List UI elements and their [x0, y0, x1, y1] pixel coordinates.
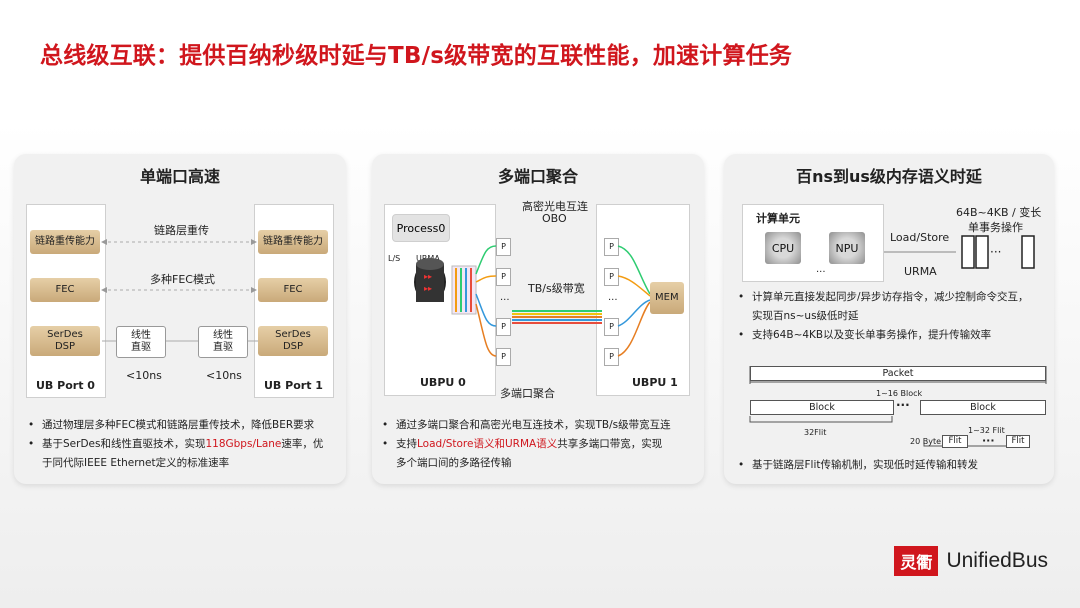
port-p: P — [604, 268, 619, 286]
byte20-label: 20 Byte — [910, 437, 942, 446]
link-retransmit-left: 链路重传能力 — [30, 230, 100, 254]
loadstore-label: Load/Store — [890, 231, 950, 244]
flit32-label: 32Flit — [804, 428, 827, 437]
flit-box-1: Flit — [942, 435, 968, 448]
latency-label-2: <10ns — [206, 369, 242, 382]
block-ellipsis: ··· — [896, 398, 910, 412]
ub-port-0-label: UB Port 0 — [36, 379, 95, 392]
ls-label: L/S — [388, 254, 401, 263]
linear-redriver-1: 线性 直驱 — [116, 326, 166, 358]
ops-size-label: 64B~4KB / 变长 — [956, 206, 1042, 219]
panel-multi-port: 多端口聚合 Process0 L/S URMA 高密光电互连 OBO P P .… — [372, 154, 704, 484]
page-title: 总线级互联：提供百纳秒级时延与TB/s级带宽的互联性能，加速计算任务 — [40, 43, 793, 69]
svg-text:▸▸: ▸▸ — [424, 272, 432, 281]
fec-right: FEC — [258, 278, 328, 302]
block-bar-2: Block — [920, 400, 1046, 415]
fec-left: FEC — [30, 278, 100, 302]
cpu-chip: CPU — [765, 232, 801, 264]
panel2-bullets: •通过多端口聚合和高密光电互连技术，实现TB/s级带宽互连 •支持Load/St… — [382, 416, 700, 473]
panel2-bullet-2-cont: 多个端口间的多路径传输 — [396, 457, 512, 469]
panel2-bullet-1: •通过多端口聚合和高密光电互连技术，实现TB/s级带宽互连 — [382, 419, 671, 431]
linear-redriver-2: 线性 直驱 — [198, 326, 248, 358]
panel-memory-semantics: 百ns到us级内存语义时延 计算单元 CPU NPU ... Load/Stor… — [724, 154, 1054, 484]
panel-title: 多端口聚合 — [497, 167, 578, 186]
port-ellipsis: ... — [608, 292, 618, 303]
panel3-bullet-1-cont: 实现百ns~us级低时延 — [752, 310, 859, 322]
ops-type-label: 单事务操作 — [968, 221, 1023, 234]
fec-mode-label: 多种FEC模式 — [150, 273, 215, 286]
obo-label-line1: 高密光电互连 — [522, 200, 588, 213]
port-p: P — [496, 238, 511, 256]
port-p: P — [604, 238, 619, 256]
panel3-bullet-3: •基于链路层Flit传输机制，实现低时延传输和转发 — [738, 459, 978, 471]
panel1-bullets: •通过物理层多种FEC模式和链路层重传技术，降低BER要求 •基于SerDes和… — [28, 416, 342, 473]
port-p: P — [496, 318, 511, 336]
port-p: P — [496, 348, 511, 366]
panel1-bullet-1: •通过物理层多种FEC模式和链路层重传技术，降低BER要求 — [28, 419, 315, 431]
panel1-bullet-2-cont: 于同代际IEEE Ethernet定义的标准速率 — [42, 457, 230, 469]
panel3-bullets-top: •计算单元直接发起同步/异步访存指令，减少控制命令交互， 实现百ns~us级低时… — [738, 288, 1050, 345]
npu-chip: NPU — [829, 232, 865, 264]
link-retransmit-right: 链路重传能力 — [258, 230, 328, 254]
svg-text:···: ··· — [990, 245, 1001, 259]
port-p: P — [496, 268, 511, 286]
link-retransmit-label: 链路层重传 — [154, 224, 209, 237]
chip-ellipsis: ... — [816, 264, 826, 275]
brand-footer: 灵衢 UnifiedBus — [894, 546, 1048, 576]
ub-port-1-label: UB Port 1 — [264, 379, 323, 392]
port-aggregation-label: 多端口聚合 — [500, 387, 555, 400]
flit-box-2: Flit — [1006, 435, 1030, 448]
panel3-bullet-1: •计算单元直接发起同步/异步访存指令，减少控制命令交互， — [738, 291, 1029, 303]
panel-title: 百ns到us级内存语义时延 — [796, 167, 982, 186]
block-bar-1: Block — [750, 400, 894, 415]
ubpu-0-label: UBPU 0 — [420, 376, 466, 389]
port-p: P — [604, 318, 619, 336]
compute-unit-label: 计算单元 — [756, 212, 800, 225]
urma-label: URMA — [904, 265, 937, 278]
ubpu-1-label: UBPU 1 — [632, 376, 678, 389]
panel-single-port: 单端口高速 链路重传能力 链路重传能力 FEC FEC SerDes DSP S… — [14, 154, 346, 484]
port-ellipsis: ... — [500, 292, 510, 303]
panel1-connectors — [101, 239, 258, 342]
serdes-dsp-left: SerDes DSP — [30, 326, 100, 356]
bandwidth-label: TB/s级带宽 — [528, 282, 585, 295]
panel2-paths: ▸▸ ▸▸ — [414, 245, 684, 357]
block-range-label: 1~16 Block — [876, 389, 923, 398]
port-p: P — [604, 348, 619, 366]
panel-title: 单端口高速 — [139, 167, 220, 186]
brand-logo: 灵衢 — [894, 546, 939, 576]
panel3-bullet-2: •支持64B~4KB以及变长单事务操作，提升传输效率 — [738, 329, 992, 341]
obo-label-line2: OBO — [542, 212, 567, 225]
mem-label: MEM — [655, 292, 679, 303]
panel3-diagram: ··· — [749, 235, 1047, 447]
latency-label-1: <10ns — [126, 369, 162, 382]
panel1-bullet-2: •基于SerDes和线性直驱技术，实现118Gbps/Lane速率，优 — [28, 438, 324, 450]
brand-name: UnifiedBus — [946, 549, 1048, 572]
serdes-dsp-right: SerDes DSP — [258, 326, 328, 356]
svg-text:▸▸: ▸▸ — [424, 284, 432, 293]
flit-ellipsis: ··· — [982, 434, 995, 447]
panel2-bullet-2: •支持Load/Store语义和URMA语义共享多端口带宽，实现 — [382, 438, 663, 450]
flit-range-label: 1~32 Flit — [968, 426, 1005, 435]
process0-box: Process0 — [392, 214, 450, 242]
packet-bar: Packet — [750, 366, 1046, 381]
